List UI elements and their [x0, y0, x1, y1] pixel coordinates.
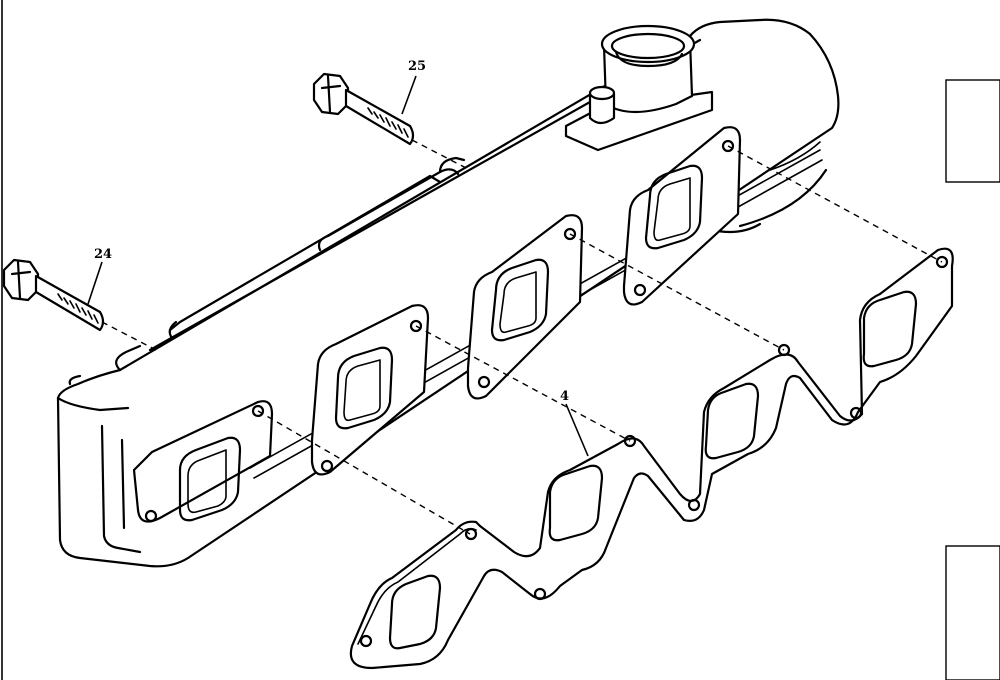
bolt-24	[2, 258, 105, 332]
outlet-pipe	[564, 24, 714, 152]
exhaust-manifold-gasket	[349, 247, 954, 670]
bolt-25	[312, 72, 415, 146]
manifold-port-flange-3	[466, 214, 584, 400]
callout-24: 24	[87, 247, 112, 305]
callout-label-4: 4	[560, 389, 569, 404]
callout-25: 25	[401, 59, 426, 115]
page-tab-upper	[945, 79, 1000, 183]
page-tab-lower	[945, 545, 1000, 680]
alignment-lines	[101, 139, 943, 535]
callout-4: 4	[560, 389, 589, 457]
manifold-port-flange-2	[310, 304, 430, 476]
callout-label-25: 25	[408, 59, 426, 74]
callout-label-24: 24	[94, 247, 112, 262]
manifold-port-flange-1	[132, 400, 274, 523]
manifold-port-flange-4	[622, 126, 742, 306]
